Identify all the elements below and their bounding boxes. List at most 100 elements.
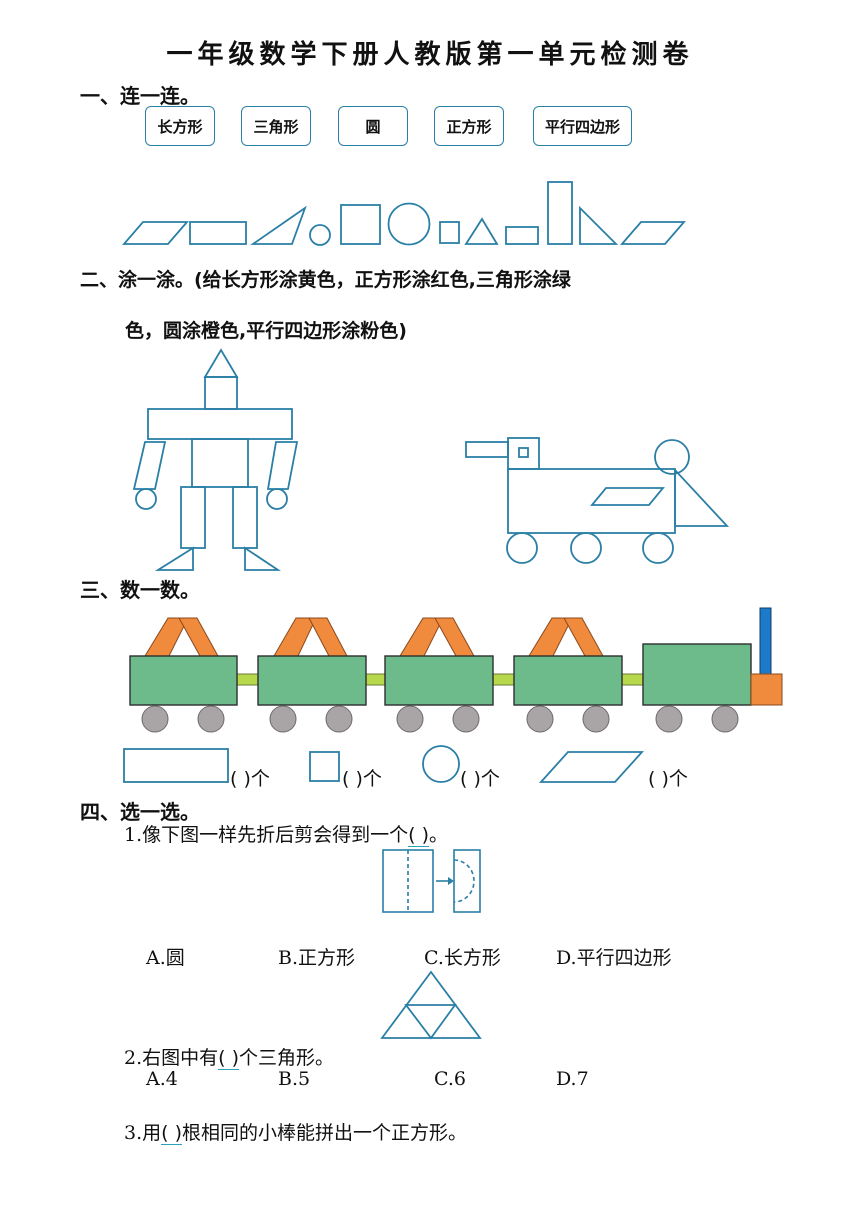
q2-option-c[interactable]: C.6 <box>434 1068 466 1090</box>
wheel-8 <box>582 705 610 733</box>
chimney <box>759 607 772 675</box>
robot-body <box>191 438 249 488</box>
train-wheel-1 <box>506 532 538 564</box>
section-1-heading: 一、连一连。 <box>80 84 200 108</box>
shape-triangle-2 <box>464 217 499 245</box>
shape-circle-large <box>387 202 431 246</box>
q2-answer-blank[interactable]: ( ) <box>218 1047 240 1070</box>
section-4-heading: 四、选一选。 <box>80 800 200 824</box>
roof-3a <box>399 617 444 657</box>
fold-cut-diagram <box>382 849 481 913</box>
shape-parallelogram-1 <box>122 221 189 245</box>
train-top-circle <box>654 439 690 475</box>
page-title: 一年级数学下册人教版第一单元检测卷 <box>166 40 694 70</box>
q1-answer-blank[interactable]: ( ) <box>408 824 430 847</box>
question-3: 3.用( )根相同的小棒能拼出一个正方形。 <box>124 1118 467 1145</box>
wheel-7 <box>526 705 554 733</box>
q2-option-a[interactable]: A.4 <box>146 1068 178 1090</box>
car-1 <box>129 655 238 706</box>
robot-hat-triangle <box>203 348 239 378</box>
robot-right-foot <box>244 546 281 571</box>
label-square[interactable]: 正方形 <box>434 106 504 146</box>
q3-answer-blank[interactable]: ( ) <box>161 1122 183 1145</box>
label-circle[interactable]: 圆 <box>338 106 408 146</box>
q1-text-end: 。 <box>429 824 449 846</box>
q3-text-end: 根相同的小棒能拼出一个正方形。 <box>182 1122 468 1144</box>
robot-shoulders <box>147 408 293 440</box>
train-wheel-2 <box>570 532 602 564</box>
shape-rectangle-tall <box>547 181 573 245</box>
arrow-icon <box>448 877 454 885</box>
q2-number: 2. <box>124 1047 143 1069</box>
q1-option-c[interactable]: C.长方形 <box>424 947 501 969</box>
count-circle-icon <box>422 745 460 783</box>
count-rectangle-answer[interactable]: ( )个 <box>230 768 270 790</box>
car-4 <box>513 655 623 706</box>
q1-option-d[interactable]: D.平行四边形 <box>556 947 672 969</box>
coloring-figures <box>132 348 730 571</box>
locomotive-nose <box>750 673 783 706</box>
roof-2b <box>308 617 348 657</box>
section-2-heading-line2: 色，圆涂橙色,平行四边形涂粉色) <box>125 320 407 342</box>
wheel-2 <box>197 705 225 733</box>
q1-number: 1. <box>124 824 143 846</box>
wheel-10 <box>711 705 739 733</box>
section-1-shapes <box>122 181 686 246</box>
folded-paper <box>453 849 481 913</box>
count-square-icon <box>309 751 340 782</box>
question-1: 1.像下图一样先折后剪会得到一个( )。 <box>124 820 448 847</box>
label-triangle[interactable]: 三角形 <box>241 106 311 146</box>
q2-text-end: 个三角形。 <box>239 1047 335 1069</box>
robot-right-hand <box>266 488 288 510</box>
wheel-1 <box>141 705 169 733</box>
robot-left-foot <box>154 546 194 571</box>
roof-1b <box>178 617 219 657</box>
locomotive-body <box>642 643 752 706</box>
count-square-answer[interactable]: ( )个 <box>342 768 382 790</box>
q1-option-a[interactable]: A.圆 <box>146 947 185 969</box>
q1-option-b[interactable]: B.正方形 <box>278 947 356 969</box>
question-2: 2.右图中有( )个三角形。 <box>124 1043 334 1070</box>
label-rectangle[interactable]: 长方形 <box>145 106 215 146</box>
robot-left-hand <box>135 488 157 510</box>
robot-right-leg <box>232 486 258 549</box>
roof-1a <box>144 617 189 657</box>
shape-triangle-1 <box>250 205 307 245</box>
cut-arc <box>453 859 475 903</box>
shape-square-1 <box>340 204 381 245</box>
roof-2a <box>273 617 317 657</box>
q2-text: 右图中有 <box>142 1047 219 1069</box>
shape-square-small <box>439 221 460 244</box>
section-2-heading-line1: 二、涂一涂。(给长方形涂黄色，正方形涂红色,三角形涂绿 <box>80 269 571 291</box>
robot-left-arm <box>132 441 167 490</box>
count-parallelogram-answer[interactable]: ( )个 <box>648 768 688 790</box>
wheel-5 <box>396 705 424 733</box>
shape-parallelogram-2 <box>620 221 686 245</box>
train-picture <box>129 607 783 733</box>
count-rectangle-icon <box>123 748 229 783</box>
count-circle-answer[interactable]: ( )个 <box>460 768 500 790</box>
q2-option-d[interactable]: D.7 <box>556 1068 589 1090</box>
train-head <box>507 437 540 470</box>
q3-number: 3. <box>124 1122 143 1144</box>
train-eye <box>518 447 529 458</box>
train-parallelogram <box>590 487 665 506</box>
triangle-figure <box>380 970 482 1040</box>
label-parallelogram[interactable]: 平行四边形 <box>533 106 632 146</box>
train-front-triangle <box>674 467 730 527</box>
wheel-9 <box>655 705 683 733</box>
q2-option-b[interactable]: B.5 <box>278 1068 311 1090</box>
count-shapes <box>123 745 645 783</box>
car-2 <box>257 655 367 706</box>
q1-text: 像下图一样先折后剪会得到一个 <box>142 824 409 846</box>
wheel-4 <box>325 705 353 733</box>
roof-4a <box>528 617 573 657</box>
q3-text: 用 <box>142 1122 162 1144</box>
roof-3b <box>434 617 475 657</box>
shape-triangle-3 <box>579 205 619 245</box>
robot-head <box>204 376 238 410</box>
robot-right-arm <box>266 441 299 490</box>
train-wheel-3 <box>642 532 674 564</box>
count-parallelogram-icon <box>538 751 645 783</box>
robot-figure <box>132 348 299 571</box>
